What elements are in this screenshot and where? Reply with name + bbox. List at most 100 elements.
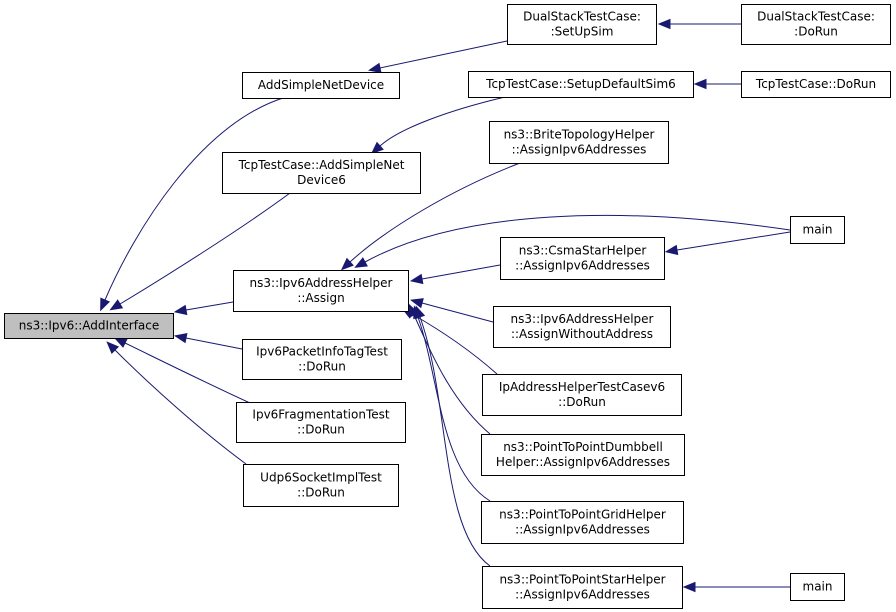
arrowhead-icon [173,332,188,344]
edge-line [417,316,491,502]
arrowhead-icon [657,18,671,30]
arrowhead-icon [415,305,426,320]
nodes-layer: ns3::Ipv6::AddInterface AddSimpleNetDevic… [4,4,891,609]
node-label: ::DoRun [297,423,345,437]
node-label: ::AssignIpv6Addresses [515,259,650,273]
arrowhead-icon [173,304,188,316]
node-addinterface[interactable]: ns3::Ipv6::AddInterface [4,313,174,339]
node-box [741,71,891,98]
node-dualstack-dorun[interactable]: DualStackTestCase::DoRun [741,4,891,45]
node-label: ::DoRun [297,486,345,500]
node-box [242,339,402,380]
node-box [236,402,406,443]
arrowhead-icon [354,257,368,268]
node-label: ns3::Ipv6AddressHelper [250,276,393,290]
node-p2pdumbbell[interactable]: ns3::PointToPointDumbbellHelper::AssignI… [481,434,685,476]
edge-csmastar-to-ipv6addresshelper_assign [409,264,501,285]
node-box [243,464,399,507]
arrowhead-icon [100,297,111,312]
edge-line [676,231,791,251]
node-label: AddSimpleNetDevice [258,78,384,92]
node-box [481,434,685,476]
edge-line [379,40,508,69]
node-label: Udp6SocketImplTest [260,471,382,485]
node-main1[interactable]: main [790,216,845,244]
edge-line [421,264,501,280]
node-label: ::Assign [297,291,344,305]
edge-p2pdumbbell-to-ipv6addresshelper_assign [408,303,491,435]
node-label: main [803,223,833,237]
edge-addsimplenetdevice-to-addinterface [100,97,284,312]
edge-line [413,314,491,435]
edge-line [104,97,284,301]
node-box [481,501,684,544]
node-label: :SetUpSim [551,25,614,39]
node-box [4,313,174,339]
node-label: TcpTestCase::AddSimpleNet [238,158,405,172]
node-udp6socket[interactable]: Udp6SocketImplTest::DoRun [243,464,399,507]
node-main2[interactable]: main [790,573,845,601]
node-dualstack-setupsim[interactable]: DualStackTestCase::SetUpSim [507,4,657,45]
edge-p2pgrid-to-ipv6addresshelper_assign [413,305,491,502]
node-label: ::DoRun [558,395,606,409]
node-ipv6frag[interactable]: Ipv6FragmentationTest::DoRun [236,402,406,443]
edge-tcp_setupdefaultsim6-to-tcp_addsimplenetdevice6 [370,96,506,155]
node-p2pgrid[interactable]: ns3::PointToPointGridHelper::AssignIpv6A… [481,501,684,544]
node-csmastar[interactable]: ns3::CsmaStarHelper::AssignIpv6Addresses [500,237,665,280]
edge-p2pstar-to-ipv6addresshelper_assign [415,305,491,567]
edge-line [411,313,498,375]
edge-line [114,349,247,465]
node-box [507,4,657,45]
node-label: ::DoRun [298,360,346,374]
node-label: main [803,580,833,594]
node-box [468,71,694,98]
node-tcp-dorun[interactable]: TcpTestCase::DoRun [741,71,891,98]
node-ipv6addresshelper-assign[interactable]: ns3::Ipv6AddressHelper::Assign [233,270,409,312]
edge-line [379,96,506,147]
node-brite[interactable]: ns3::BriteTopologyHelper::AssignIpv6Addr… [489,121,669,164]
node-box [741,4,891,45]
arrowhead-icon [664,244,679,256]
node-label: ::AssignIpv6Addresses [515,523,650,537]
arrowhead-icon [106,341,120,355]
node-label: TcpTestCase::DoRun [755,77,876,91]
arrowhead-icon [682,581,696,593]
node-assignwithout[interactable]: ns3::Ipv6AddressHelper::AssignWithoutAdd… [493,306,671,348]
node-addsimplenetdevice[interactable]: AddSimpleNetDevice [242,72,400,99]
edge-dualstack_dorun-to-dualstack_setupsim [657,18,741,30]
node-tcp-setupdefaultsim6[interactable]: TcpTestCase::SetupDefaultSim6 [468,71,694,98]
arrowhead-icon [113,337,128,348]
node-label: ::AssignIpv6Addresses [515,588,650,602]
node-p2pstar[interactable]: ns3::PointToPointStarHelper::AssignIpv6A… [482,566,683,609]
edges-layer [100,18,791,593]
node-label: Device6 [297,173,346,187]
arrowhead-icon [693,78,707,90]
node-box [489,121,669,164]
node-box [493,306,671,348]
edge-main1-to-csmastar [664,231,791,256]
edge-udp6socket-to-addinterface [106,341,247,465]
edge-line [185,337,243,350]
node-label: DualStackTestCase: [757,10,875,24]
node-box [482,374,682,416]
arrowhead-icon [109,299,124,311]
node-box [500,237,665,280]
edge-tcp_dorun-to-tcp_setupdefaultsim6 [693,78,741,90]
node-ipaddresshelpertest[interactable]: IpAddressHelperTestCasev6::DoRun [482,374,682,416]
node-label: ns3::PointToPointGridHelper [499,508,666,522]
node-ipv6packetinfo[interactable]: Ipv6PacketInfoTagTest::DoRun [242,339,402,380]
edge-tcp_addsimplenetdevice6-to-addinterface [109,192,291,311]
edge-line [349,162,521,263]
edge-dualstack_setupsim-to-addsimplenetdevice [367,40,508,74]
edge-line [421,302,494,323]
node-label: ns3::PointToPointStarHelper [499,573,665,587]
node-label: Ipv6FragmentationTest [252,408,389,422]
edge-main1-to-ipv6addresshelper_assign [354,214,791,268]
edge-line [419,316,491,567]
arrowhead-icon [370,141,384,155]
edge-brite-to-ipv6addresshelper_assign [340,162,521,271]
node-label: IpAddressHelperTestCasev6 [499,380,665,394]
edge-ipv6packetinfo-to-addinterface [173,332,243,350]
node-label: ::AssignIpv6Addresses [512,143,647,157]
